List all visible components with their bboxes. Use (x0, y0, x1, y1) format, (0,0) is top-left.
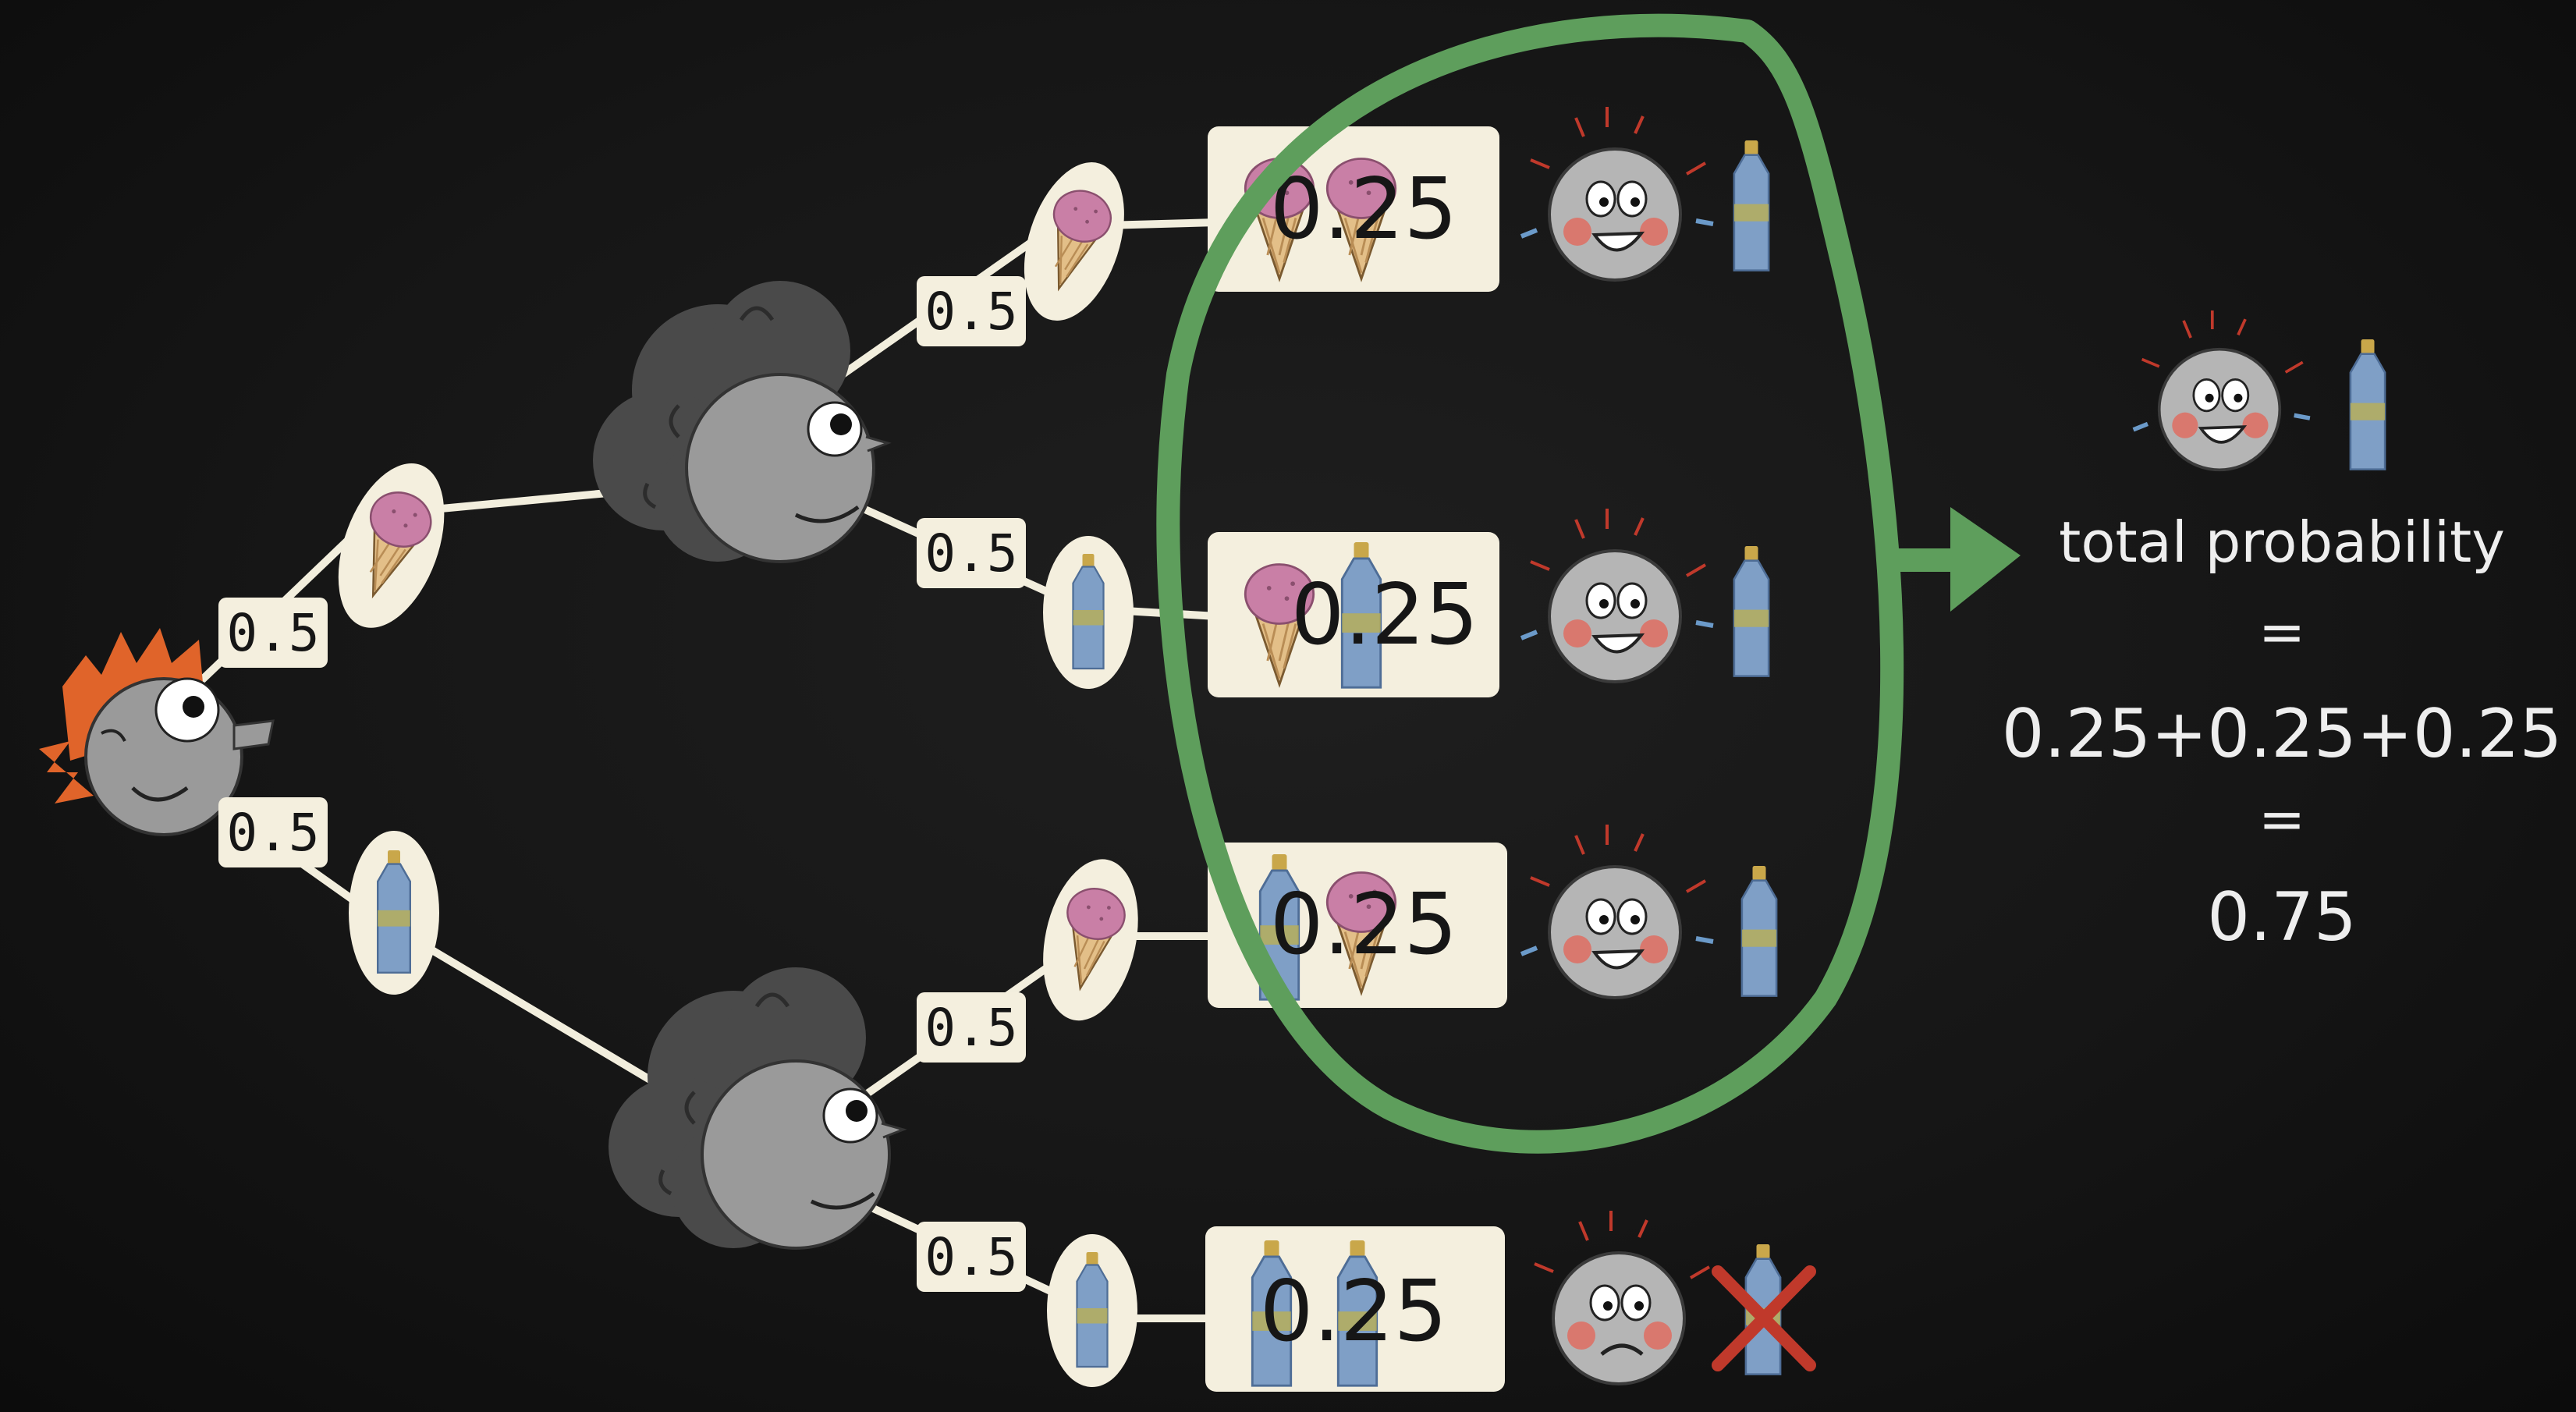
equals-sign: = (2258, 599, 2305, 665)
water-bottle-icon (349, 831, 439, 995)
branch-label-top-icecream: 0.5 (917, 276, 1026, 346)
outcome-card-2: 0.25 (1208, 532, 1499, 697)
branch-label-bottom-water: 0.5 (917, 1222, 1026, 1292)
happy-face-icon (1521, 509, 1713, 682)
root-person-icon (39, 628, 275, 836)
branch-prob-text: 0.5 (924, 523, 1017, 584)
outcome-probability: 0.25 (1260, 1263, 1447, 1361)
total-result: 0.75 (2207, 878, 2356, 956)
branch-label-top-water: 0.5 (917, 518, 1026, 588)
water-bottle-icon (1043, 536, 1134, 689)
highlight-loop (1156, 13, 1904, 1154)
water-bottle-icon (1740, 864, 1778, 997)
friend-top-icon (593, 281, 888, 562)
branch-prob-text: 0.5 (226, 803, 319, 863)
water-bottle-icon (2349, 338, 2386, 470)
branch-prob-text: 0.5 (226, 603, 319, 663)
branch-prob-text: 0.5 (924, 1227, 1017, 1287)
happy-face-icon (1521, 825, 1713, 998)
branch-prob-text: 0.5 (924, 998, 1017, 1058)
branch-label-root-icecream: 0.5 (218, 598, 328, 668)
arrow-right-icon (1880, 507, 2021, 612)
branch-label-bottom-icecream: 0.5 (917, 992, 1026, 1063)
equals-sign: = (2258, 786, 2305, 852)
branch-prob-text: 0.5 (924, 282, 1017, 342)
outcome-card-4: 0.25 (1205, 1226, 1505, 1392)
crossed-water-bottle-icon (1712, 1243, 1816, 1375)
water-bottle-icon (1047, 1234, 1137, 1387)
outcome-probability: 0.25 (1291, 566, 1478, 664)
outcome-probability: 0.25 (1270, 876, 1457, 974)
total-probability-label: total probability (2059, 509, 2505, 575)
outcome-probability: 0.25 (1270, 161, 1457, 258)
branch-label-root-water: 0.5 (218, 797, 328, 867)
water-bottle-icon (1733, 139, 1770, 271)
outcome-card-3: 0.25 (1208, 843, 1507, 1008)
friend-bottom-icon (609, 967, 903, 1248)
happy-face-icon (2134, 310, 2310, 470)
happy-face-icon (1521, 107, 1713, 280)
sad-face-icon (1535, 1211, 1709, 1384)
sum-expression: 0.25+0.25+0.25 (2002, 695, 2563, 773)
icecream-icon (338, 463, 445, 628)
water-bottle-icon (1733, 545, 1770, 677)
icecream-icon (1024, 162, 1124, 321)
icecream-icon (1043, 859, 1138, 1021)
